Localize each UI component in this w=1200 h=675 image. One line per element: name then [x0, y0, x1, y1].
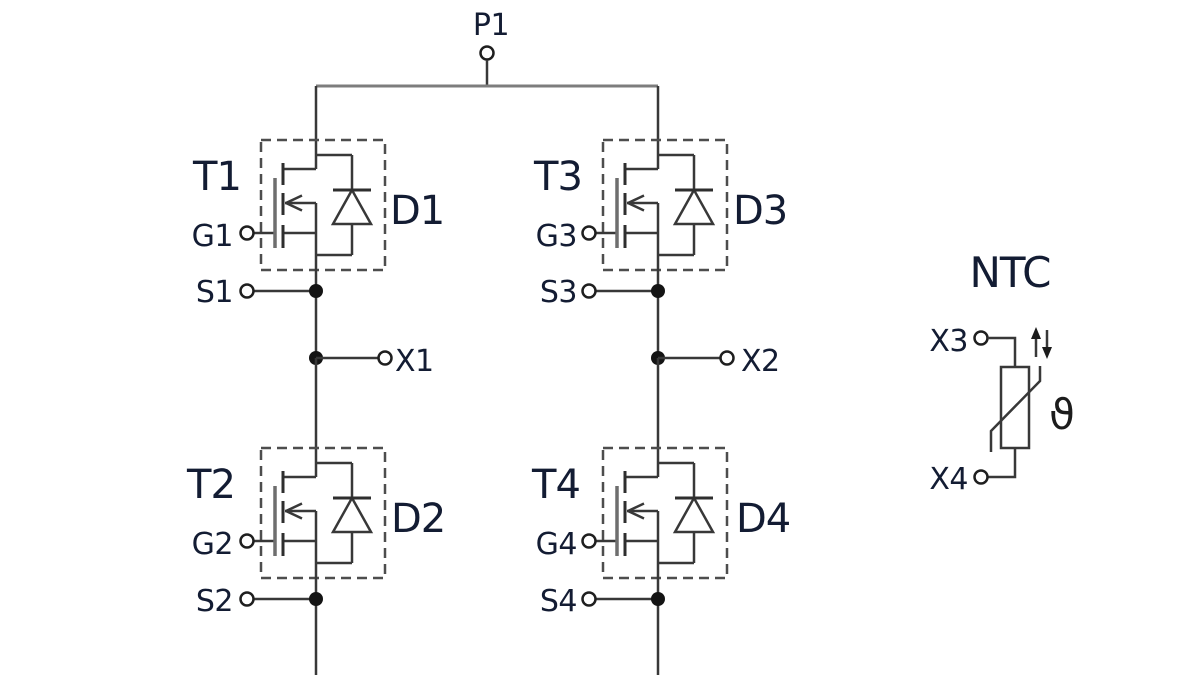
label-x1: X1 [395, 344, 434, 379]
label-t3: T3 [533, 154, 582, 200]
label-s3: S3 [540, 275, 577, 310]
x4-wire [987, 448, 1017, 479]
cell-t2 [238, 446, 387, 608]
cell-t1 [238, 138, 387, 300]
x3-terminal-circle [973, 330, 989, 346]
label-s1: S1 [196, 275, 233, 310]
label-x4: X4 [929, 462, 968, 497]
label-p1: P1 [473, 8, 509, 43]
p1-terminal-circle [479, 45, 495, 61]
label-d2: D2 [391, 496, 445, 542]
label-d3: D3 [733, 188, 787, 234]
cell-t3 [580, 138, 729, 300]
cell-t4 [580, 446, 729, 608]
label-t4: T4 [531, 462, 580, 508]
ntc-diagonal-stroke [989, 366, 1042, 452]
label-t1: T1 [192, 154, 241, 200]
label-x3: X3 [929, 324, 968, 359]
label-s4: S4 [540, 584, 577, 619]
label-g1: G1 [192, 219, 233, 254]
label-t2: T2 [186, 462, 235, 508]
label-d1: D1 [390, 188, 444, 234]
label-x2: X2 [741, 344, 780, 379]
label-g2: G2 [192, 527, 233, 562]
label-s2: S2 [196, 584, 233, 619]
x1-terminal-circle [377, 350, 393, 366]
label-g4: G4 [536, 527, 577, 562]
up-down-arrows-icon [1031, 327, 1052, 359]
label-ntc: NTC [970, 248, 1051, 297]
label-theta-symbol: ϑ [1049, 390, 1075, 439]
label-d4: D4 [736, 496, 790, 542]
label-g3: G3 [536, 219, 577, 254]
x3-wire [987, 336, 1017, 367]
x2-terminal-circle [719, 350, 735, 366]
x4-terminal-circle [973, 469, 989, 485]
